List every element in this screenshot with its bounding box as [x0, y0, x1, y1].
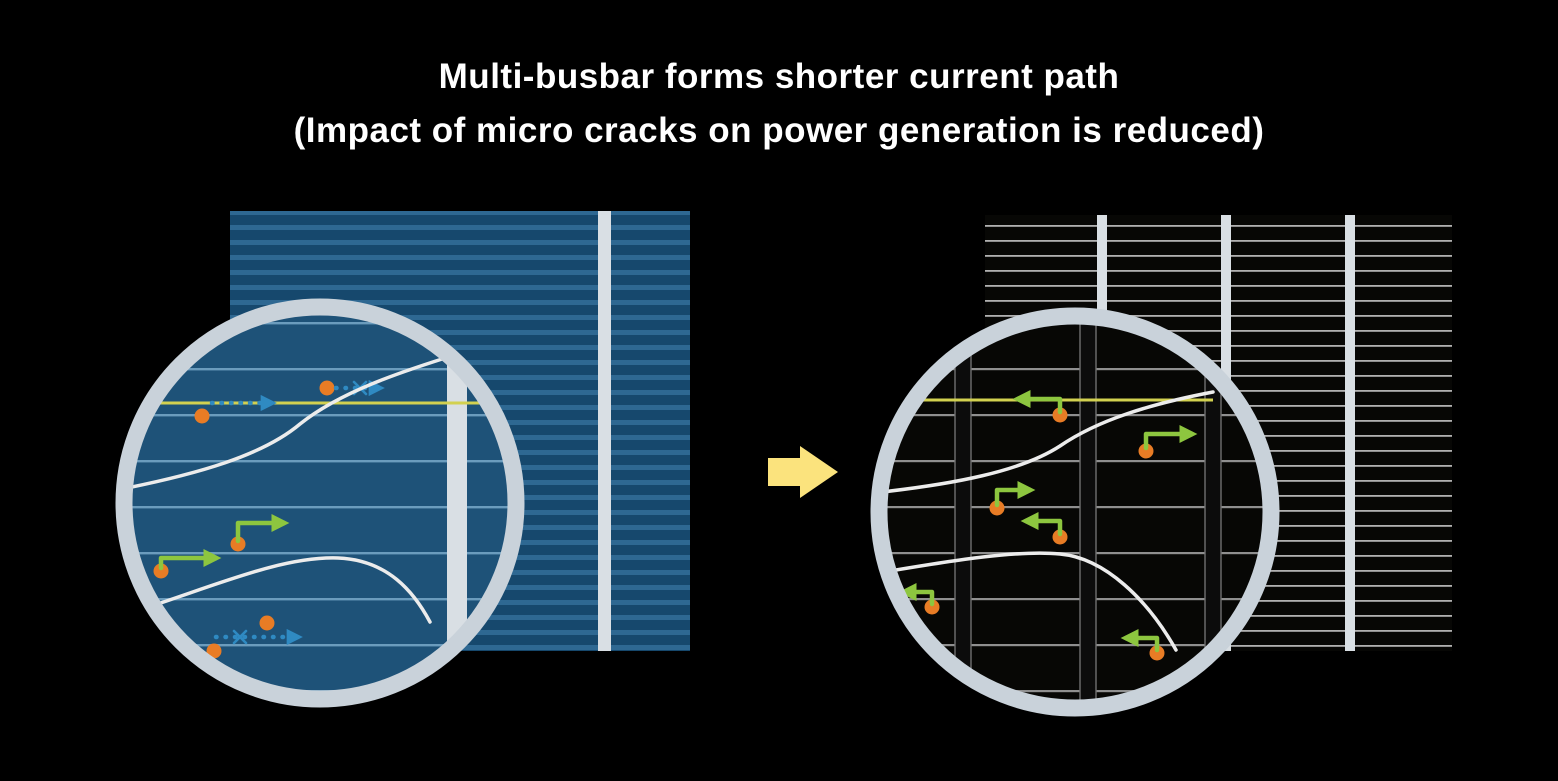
green-path-arrow-icon — [1120, 629, 1160, 653]
right-cell-busbar-3 — [1345, 215, 1355, 651]
short-current-path-6 — [1120, 629, 1165, 661]
electron-dot — [230, 536, 246, 552]
electron-dot — [206, 643, 222, 659]
short-current-path-4 — [1020, 512, 1068, 545]
right-magnifier-ring — [870, 307, 1280, 717]
short-current-path-2 — [1138, 425, 1198, 459]
electron-dot — [989, 500, 1005, 516]
short-current-path-3 — [989, 481, 1036, 516]
left-magnifier — [115, 298, 525, 708]
electron-dot — [1052, 407, 1068, 423]
green-path-arrow-icon — [1143, 425, 1198, 451]
long-current-path-1 — [194, 394, 277, 424]
green-path-arrow-icon — [1012, 390, 1063, 415]
right-magnifier-content — [879, 316, 1271, 708]
long-current-path-2 — [206, 615, 303, 659]
right-zoom-busbar-2 — [1079, 316, 1097, 708]
electron-dot — [153, 563, 169, 579]
electron-dot — [259, 615, 275, 631]
green-path-arrow-icon — [898, 583, 935, 607]
title-line-1: Multi-busbar forms shorter current path — [438, 57, 1120, 96]
left-zoom-busbar — [447, 307, 467, 699]
left-magnifier-content — [124, 307, 516, 699]
right-magnifier — [870, 307, 1280, 717]
micro-crack-line-1 — [880, 390, 1215, 494]
micro-crack-line-2 — [882, 551, 1178, 652]
electron-dot — [1149, 645, 1165, 661]
left-cell-busbar — [598, 211, 611, 651]
left-magnifier-ring — [115, 298, 525, 708]
green-path-arrow-icon — [235, 514, 290, 544]
electron-dot — [194, 408, 210, 424]
arrow-right-icon — [768, 446, 838, 498]
electron-dot — [1052, 529, 1068, 545]
short-current-path-5 — [898, 583, 940, 615]
green-path-arrow-icon — [1020, 512, 1063, 537]
green-path-arrow-icon — [158, 549, 222, 571]
title-line-2: (Impact of micro cracks on power generat… — [293, 111, 1265, 151]
electron-dot — [1138, 443, 1154, 459]
electron-dot — [924, 599, 940, 615]
diagram-title: Multi-busbar forms shorter current path … — [0, 50, 1558, 159]
right-zoom-busbar-1 — [954, 316, 972, 708]
micro-crack-line-2 — [131, 556, 432, 624]
x-mark-icon — [232, 629, 248, 645]
green-path-arrow-icon — [994, 481, 1036, 508]
micro-crack-line-1 — [125, 352, 460, 490]
short-current-path-1 — [230, 514, 290, 552]
electron-dot — [319, 380, 335, 396]
short-current-path-2 — [153, 549, 222, 579]
short-current-path-1 — [1012, 390, 1068, 423]
